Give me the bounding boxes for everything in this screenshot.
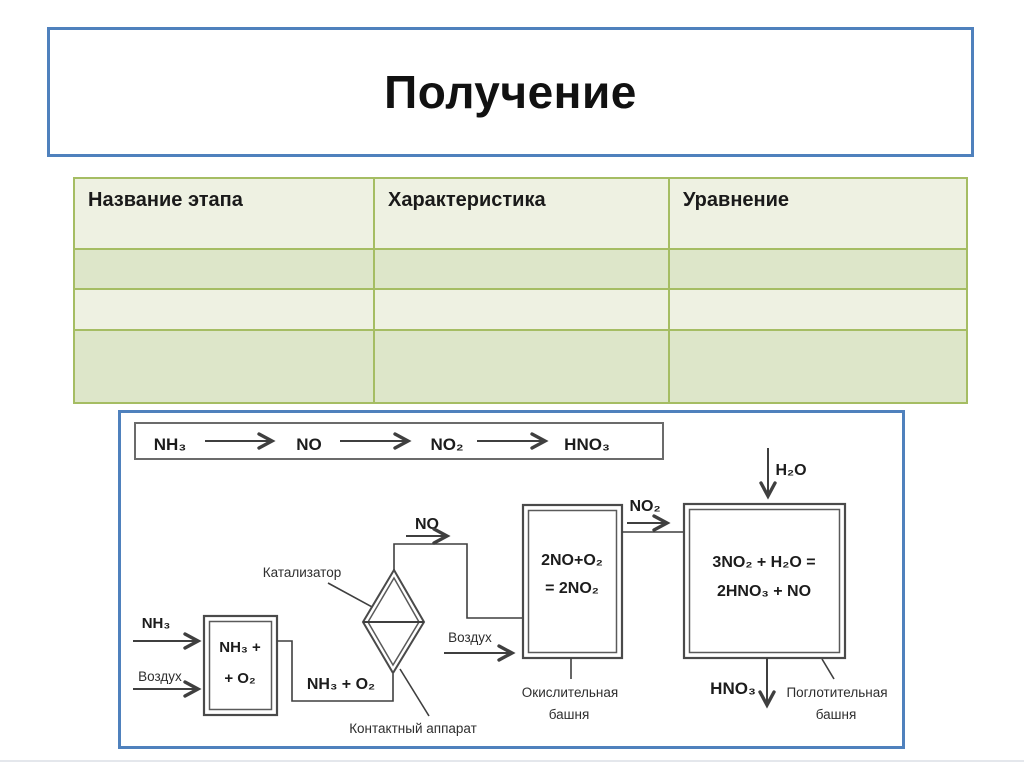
table-cell [668,329,968,404]
col-header-characteristic: Характеристика [373,177,670,250]
diagram-container: NH₃ NO NO₂ HNO₃ NH₃ Воздух NH₃ + + O₂ NH… [118,410,905,749]
table-row [73,288,968,331]
mixer-to-contact-line [277,640,394,702]
no2-label: NO₂ [629,498,660,515]
oxidation-tower: 2NO+O₂ = 2NO₂ [521,503,624,660]
title-box: Получение [47,27,974,157]
page-title: Получение [384,66,637,118]
mixer-line1: NH₃ + [219,639,261,656]
oxidation-name-line2: башня [549,707,590,722]
absorption-eq2: 2HNO₃ + NO [717,583,811,600]
input-air-label: Воздух [138,669,182,684]
air2-label: Воздух [448,630,492,645]
absorption-eq1: 3NO₂ + H₂O = [712,554,815,571]
diamond-inner [367,576,420,667]
oxidation-outer-frame [521,503,624,660]
table-cell [373,248,670,290]
table-cell [373,288,670,331]
flow-nh3: NH₃ [154,435,186,454]
no-pipe-line [393,543,523,619]
bottom-divider [0,760,1024,762]
reaction-flow-strip: NH₃ NO NO₂ HNO₃ [134,422,664,460]
oxidation-name-line1: Окислительная [522,685,618,700]
absorption-inner-frame [688,508,841,654]
oxidation-eq2: = 2NO₂ [545,580,599,597]
col-header-equation: Уравнение [668,177,968,250]
table-cell [668,248,968,290]
contact-pointer-line [399,668,430,717]
absorption-tower: 3NO₂ + H₂O = 2HNO₃ + NO [682,502,847,660]
mixer-box: NH₃ + + O₂ [202,614,279,717]
oxidation-inner-frame [527,509,618,654]
table-cell [73,329,375,404]
mixer-out-label: NH₃ + O₂ [307,676,375,693]
h2o-label: H₂O [775,462,806,479]
flow-hno3: HNO₃ [564,435,610,454]
no-label: NO [415,516,439,533]
table-row [73,329,968,404]
absorption-name-line1: Поглотительная [786,685,887,700]
contact-apparatus-label: Контактный аппарат [349,721,477,736]
process-diagram: NH₃ NO NO₂ HNO₃ NH₃ Воздух NH₃ + + O₂ NH… [133,422,888,736]
flow-no: NO [296,435,322,454]
mixer-outer-frame [202,614,279,717]
stages-table: Название этапа Характеристика Уравнение [73,177,968,404]
contact-apparatus [361,568,426,675]
mixer-line2: + O₂ [224,670,255,687]
mixer-inner-frame [208,620,273,711]
table-cell [373,329,670,404]
absorption-outer-frame [682,502,847,660]
col-header-stage-name: Название этапа [73,177,375,250]
oxidation-eq1: 2NO+O₂ [541,552,603,569]
absorption-name-line2: башня [816,707,857,722]
flow-no2: NO₂ [430,435,463,454]
table-cell [73,248,375,290]
table-cell [73,288,375,331]
table-header-row: Название этапа Характеристика Уравнение [73,177,968,250]
catalyst-label: Катализатор [263,565,341,580]
input-nh3-label: NH₃ [142,615,171,632]
inputs: NH₃ Воздух [133,615,202,698]
table-cell [668,288,968,331]
table-row [73,248,968,290]
absorption-pointer-line [821,658,835,680]
hno3-label: HNO₃ [710,679,756,698]
